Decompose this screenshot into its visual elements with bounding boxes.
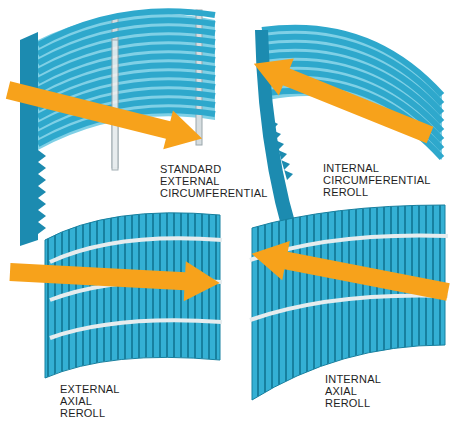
- external-axial-screen: [9, 213, 222, 378]
- external-circumferential-screen: [3, 10, 215, 246]
- internal-axial-screen: [248, 205, 452, 400]
- screen-type-label: EXTERNAL AXIAL REROLL: [60, 383, 119, 419]
- screen-type-label: INTERNAL CIRCUMFERENTIAL REROLL: [323, 162, 430, 198]
- screen-type-label: INTERNAL AXIAL REROLL: [325, 373, 381, 409]
- screen-type-label: STANDARD EXTERNAL CIRCUMFERENTIAL: [160, 163, 268, 199]
